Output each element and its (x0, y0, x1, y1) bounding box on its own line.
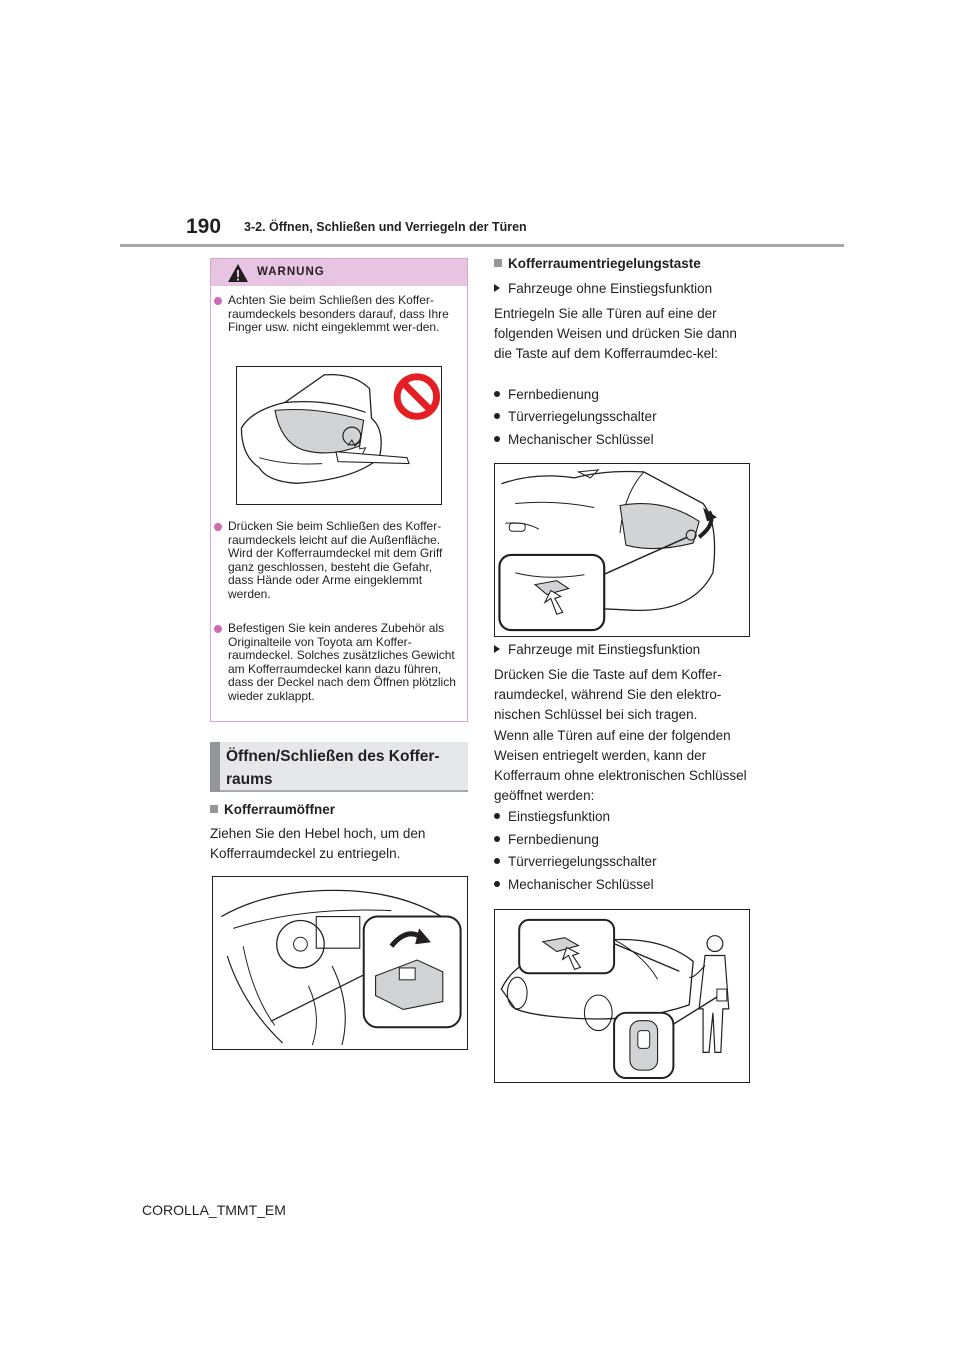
page-number: 190 (186, 215, 222, 238)
warning-item: Befestigen Sie kein anderes Zubehör als … (214, 621, 459, 718)
paragraph: Entriegeln Sie alle Türen auf eine der f… (494, 306, 737, 361)
smart-entry-trunk-illustration (494, 909, 750, 1083)
warning-item: Drücken Sie beim Schließen des Koffer-ra… (214, 519, 459, 612)
triangle-bullet-icon (494, 284, 500, 292)
bullet-dot-icon (494, 858, 500, 864)
header-divider (120, 244, 844, 247)
warning-header (211, 259, 467, 286)
square-bullet-icon (494, 259, 502, 267)
triangle-bullet-icon (494, 645, 500, 653)
section-title: Öffnen/Schließen des Koffer-raums (226, 748, 440, 788)
bullet-dot-icon (494, 413, 500, 419)
case-heading: Fahrzeuge ohne Einstiegsfunktion (494, 280, 712, 298)
list-item: Mechanischer Schlüssel (494, 431, 654, 449)
warning-triangle-icon (228, 264, 248, 282)
warning-title: WARNUNG (257, 266, 325, 278)
subheading-trunk-release-button: Kofferraumentriegelungstaste (494, 255, 701, 273)
trunk-release-lever-illustration (212, 876, 468, 1050)
bullet-dot-icon (494, 436, 500, 442)
case-heading: Fahrzeuge mit Einstiegsfunktion (494, 641, 700, 659)
paragraph: Wenn alle Türen auf eine der folgenden W… (494, 728, 747, 803)
chapter-title: 3-2. Öffnen, Schließen und Verriegeln de… (244, 220, 527, 234)
subheading-trunk-opener: Kofferraumöffner (210, 801, 335, 819)
list-item: Fernbedienung (494, 831, 599, 849)
list-item: Türverriegelungsschalter (494, 853, 657, 871)
paragraph: Ziehen Sie den Hebel hoch, um den Koffer… (210, 826, 426, 861)
bullet-dot-icon (494, 391, 500, 397)
section-heading-bar (210, 742, 220, 792)
bullet-dot-icon (214, 297, 222, 305)
list-item: Türverriegelungsschalter (494, 408, 657, 426)
trunk-closing-prohibited-illustration (236, 366, 442, 505)
list-item: Fernbedienung (494, 386, 599, 404)
bullet-dot-icon (494, 881, 500, 887)
bullet-dot-icon (494, 836, 500, 842)
bullet-dot-icon (214, 523, 222, 531)
warning-box (210, 258, 468, 722)
list-item: Einstiegsfunktion (494, 808, 610, 826)
footer-model-code: COROLLA_TMMT_EM (142, 1202, 286, 1218)
list-item: Mechanischer Schlüssel (494, 876, 654, 894)
warning-item: Achten Sie beim Schließen des Koffer-rau… (214, 293, 459, 350)
bullet-dot-icon (214, 625, 222, 633)
bullet-dot-icon (494, 813, 500, 819)
section-heading-box (210, 742, 468, 792)
trunk-button-illustration (494, 463, 750, 637)
square-bullet-icon (210, 805, 218, 813)
paragraph: Drücken Sie die Taste auf dem Koffer-rau… (494, 667, 722, 722)
